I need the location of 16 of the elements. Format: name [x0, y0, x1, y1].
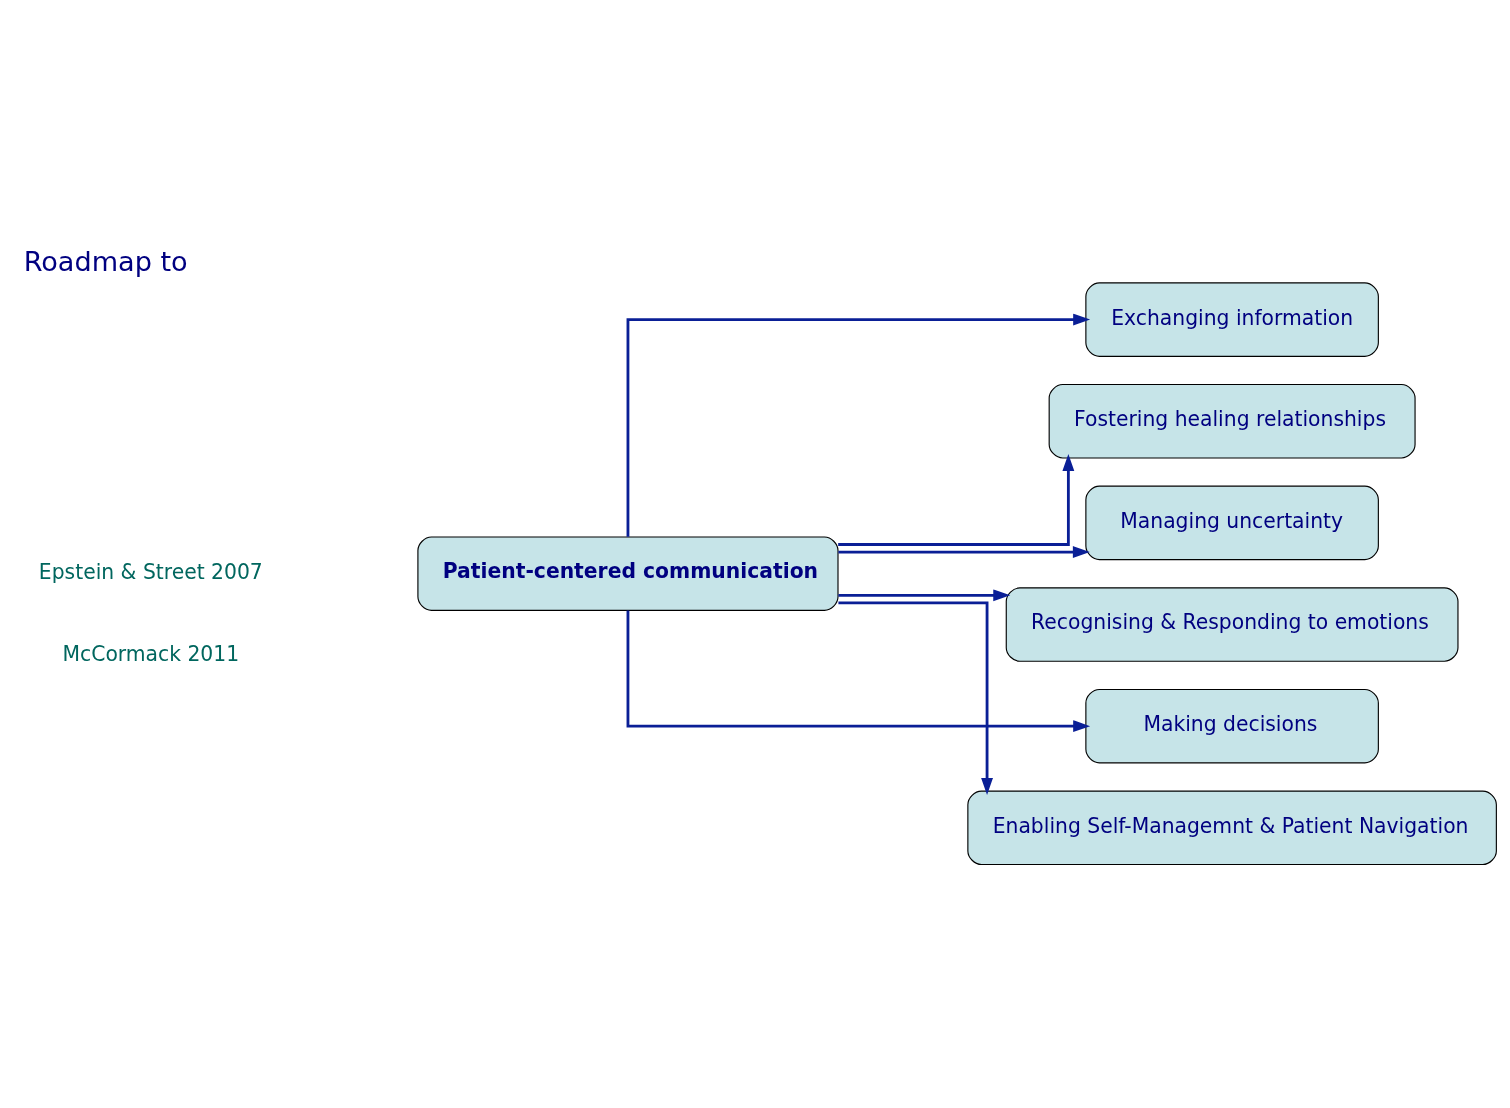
arrow — [838, 600, 993, 795]
node-box: Making decisions — [1085, 688, 1379, 763]
node-box: Enabling Self-Managemnt & Patient Navigation — [967, 790, 1497, 865]
node-box: Recognising & Responding to emotions — [1005, 586, 1459, 662]
arrow — [838, 453, 1075, 546]
diagram-title: Roadmap to — [23, 245, 188, 277]
node-box: Fostering healing relationships — [1048, 383, 1416, 458]
arrow — [626, 610, 1091, 732]
node-box: Managing uncertainty — [1085, 485, 1379, 560]
node-box: Patient-centered communication — [417, 535, 839, 611]
label: Epstein & Street 2007 — [38, 559, 263, 584]
arrow — [838, 545, 1090, 558]
label: McCormack 2011 — [62, 641, 240, 666]
arrow — [626, 313, 1091, 537]
node-box: Exchanging information — [1085, 281, 1379, 357]
arrow — [838, 588, 1011, 601]
